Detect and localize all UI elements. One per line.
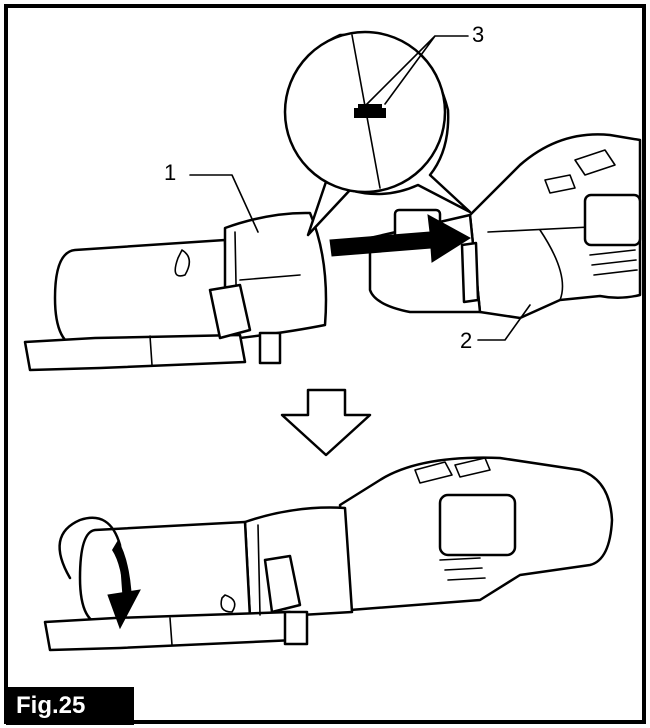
insert-arrow: [329, 214, 471, 263]
down-arrow: [280, 388, 372, 457]
callout-2: 2: [460, 328, 473, 353]
rotate-arrow: [58, 516, 141, 630]
magnified-detail: [283, 30, 472, 237]
dust-case-top: [23, 211, 328, 372]
figure-label: Fig.25: [6, 687, 134, 725]
callout-3: 3: [472, 22, 485, 47]
leader-line-2: [477, 304, 531, 341]
callout-1: 1: [164, 160, 177, 185]
leader-line-1: [189, 174, 259, 233]
leader-line-3: [364, 35, 469, 107]
